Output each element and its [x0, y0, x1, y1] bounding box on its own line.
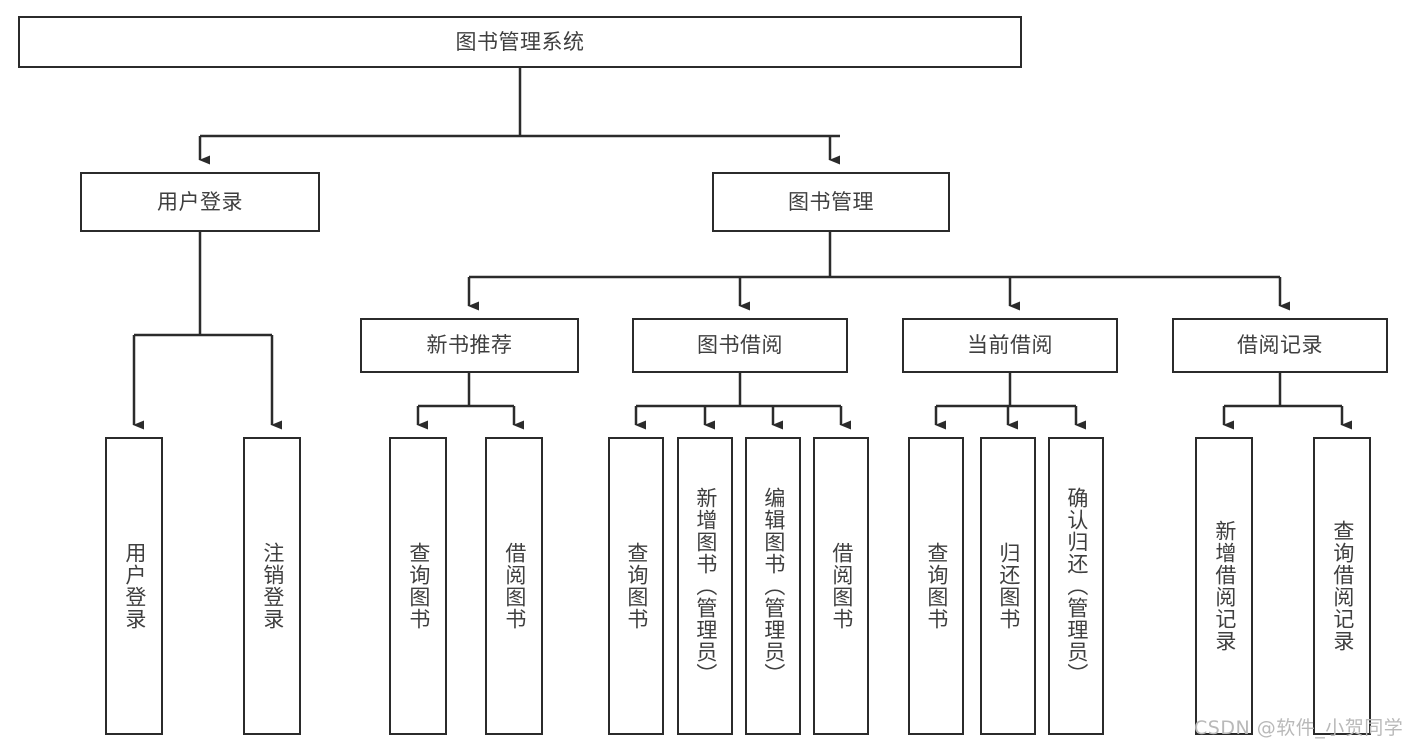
leaf-edit-book-admin-label: 编辑图书（管理员）	[761, 487, 786, 685]
leaf-query-borrow-record-label: 查询借阅记录	[1330, 520, 1355, 652]
leaf-query-book-borrow-label: 查询图书	[624, 542, 649, 630]
leaf-user-login-label: 用户登录	[122, 542, 147, 630]
leaf-return-book[interactable]: 归还图书	[980, 437, 1036, 735]
leaf-borrow-book-label: 借阅图书	[829, 542, 854, 630]
leaf-confirm-return-admin[interactable]: 确认归还（管理员）	[1048, 437, 1104, 735]
leaf-borrow-book-recommend-label: 借阅图书	[502, 542, 527, 630]
leaf-query-book-current-label: 查询图书	[924, 542, 949, 630]
node-book-borrow-label: 图书借阅	[697, 333, 783, 358]
watermark: CSDN @软件_小贺同学	[1194, 717, 1404, 739]
leaf-query-book-borrow[interactable]: 查询图书	[608, 437, 664, 735]
leaf-borrow-book[interactable]: 借阅图书	[813, 437, 869, 735]
node-book-management-label: 图书管理	[788, 189, 874, 214]
node-root-label: 图书管理系统	[455, 29, 585, 54]
leaf-user-login[interactable]: 用户登录	[105, 437, 163, 735]
leaf-add-book-admin-label: 新增图书（管理员）	[693, 487, 718, 685]
leaf-return-book-label: 归还图书	[996, 542, 1021, 630]
node-current-borrow-label: 当前借阅	[967, 333, 1053, 358]
leaf-query-book-recommend-label: 查询图书	[406, 542, 431, 630]
node-user-login-label: 用户登录	[157, 189, 243, 214]
leaf-query-borrow-record[interactable]: 查询借阅记录	[1313, 437, 1371, 735]
leaf-query-book-recommend[interactable]: 查询图书	[389, 437, 447, 735]
node-book-management[interactable]: 图书管理	[712, 172, 950, 232]
leaf-confirm-return-admin-label: 确认归还（管理员）	[1064, 487, 1089, 685]
leaf-logout[interactable]: 注销登录	[243, 437, 301, 735]
node-borrow-record-label: 借阅记录	[1237, 333, 1323, 358]
leaf-borrow-book-recommend[interactable]: 借阅图书	[485, 437, 543, 735]
node-new-book-recommend-label: 新书推荐	[426, 333, 513, 358]
node-borrow-record[interactable]: 借阅记录	[1172, 318, 1388, 373]
leaf-add-borrow-record[interactable]: 新增借阅记录	[1195, 437, 1253, 735]
leaf-edit-book-admin[interactable]: 编辑图书（管理员）	[745, 437, 801, 735]
node-current-borrow[interactable]: 当前借阅	[902, 318, 1118, 373]
node-root[interactable]: 图书管理系统	[18, 16, 1022, 68]
node-new-book-recommend[interactable]: 新书推荐	[360, 318, 579, 373]
node-user-login[interactable]: 用户登录	[80, 172, 320, 232]
leaf-add-borrow-record-label: 新增借阅记录	[1212, 520, 1237, 652]
leaf-query-book-current[interactable]: 查询图书	[908, 437, 964, 735]
node-book-borrow[interactable]: 图书借阅	[632, 318, 848, 373]
leaf-add-book-admin[interactable]: 新增图书（管理员）	[677, 437, 733, 735]
leaf-logout-label: 注销登录	[260, 542, 285, 630]
